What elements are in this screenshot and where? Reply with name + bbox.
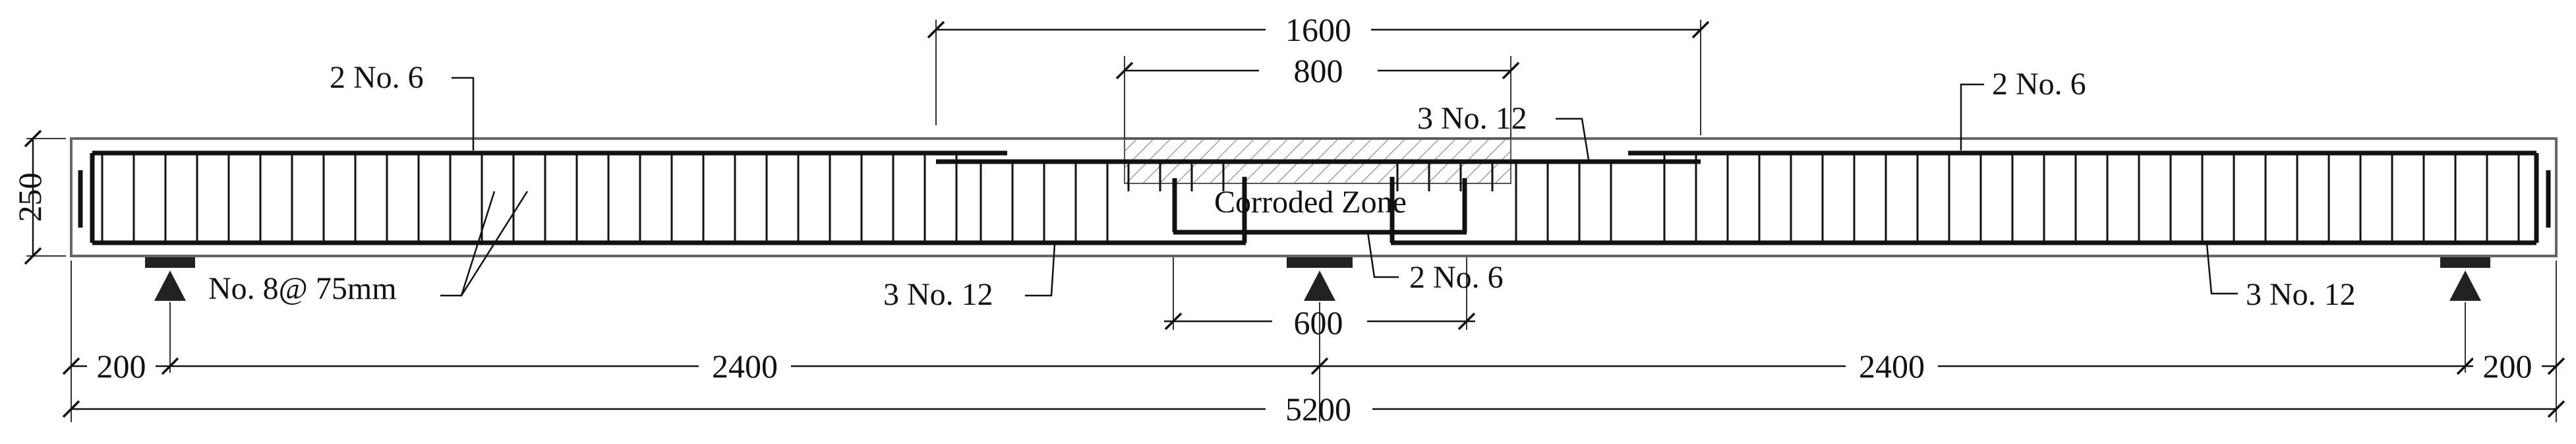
triangle-support-icon bbox=[154, 270, 186, 301]
dim-spans: 200 2400 2400 200 bbox=[62, 348, 2565, 385]
dim-depth: 250 bbox=[11, 129, 48, 265]
longitudinal-bars bbox=[78, 150, 2551, 245]
dim-depth-label: 250 bbox=[11, 173, 48, 222]
support-right bbox=[2440, 257, 2490, 301]
stirrups-group bbox=[101, 153, 2520, 243]
dim-total-length: 5200 bbox=[62, 391, 2565, 428]
corroded-zone-label: Corroded Zone bbox=[1214, 185, 1407, 220]
bottom-bars-left-label: 3 No. 12 bbox=[883, 277, 993, 312]
leader-lines bbox=[440, 77, 2238, 297]
dim-right-overhang-label: 200 bbox=[2483, 348, 2532, 385]
top-bars-right-label: 2 No. 6 bbox=[1992, 67, 2086, 102]
dim-corroded-length: 800 bbox=[1115, 52, 1520, 89]
dim-total-length-label: 5200 bbox=[1285, 391, 1351, 428]
dim-right-span-label: 2400 bbox=[1859, 348, 1925, 385]
dim-lap-length: 600 bbox=[1164, 304, 1476, 341]
bearing-plate-icon bbox=[2440, 257, 2490, 268]
bottom-bars-right-label: 3 No. 12 bbox=[2246, 277, 2356, 312]
bottom-bars-middle-label: 2 No. 6 bbox=[1409, 260, 1504, 295]
bar-labels: 2 No. 6 2 No. 6 3 No. 12 Corroded Zone N… bbox=[208, 60, 2356, 312]
dim-top-span-label: 1600 bbox=[1285, 11, 1351, 48]
triangle-support-icon bbox=[2449, 270, 2481, 301]
top-bars-left-label: 2 No. 6 bbox=[330, 60, 424, 95]
dim-lap-length-label: 600 bbox=[1294, 304, 1343, 341]
dim-left-span-label: 2400 bbox=[712, 348, 778, 385]
dim-corroded-length-label: 800 bbox=[1294, 52, 1343, 89]
bearing-plate-icon bbox=[1287, 257, 1353, 268]
stirrups-label: No. 8@ 75mm bbox=[208, 271, 397, 306]
triangle-support-icon bbox=[1304, 270, 1335, 301]
support-left bbox=[145, 257, 195, 301]
dim-top-span: 1600 bbox=[927, 11, 1710, 48]
top-bars-middle-label: 3 No. 12 bbox=[1417, 101, 1527, 136]
support-center bbox=[1287, 257, 1353, 301]
bearing-plate-icon bbox=[145, 257, 195, 268]
dim-left-overhang-label: 200 bbox=[97, 348, 146, 385]
